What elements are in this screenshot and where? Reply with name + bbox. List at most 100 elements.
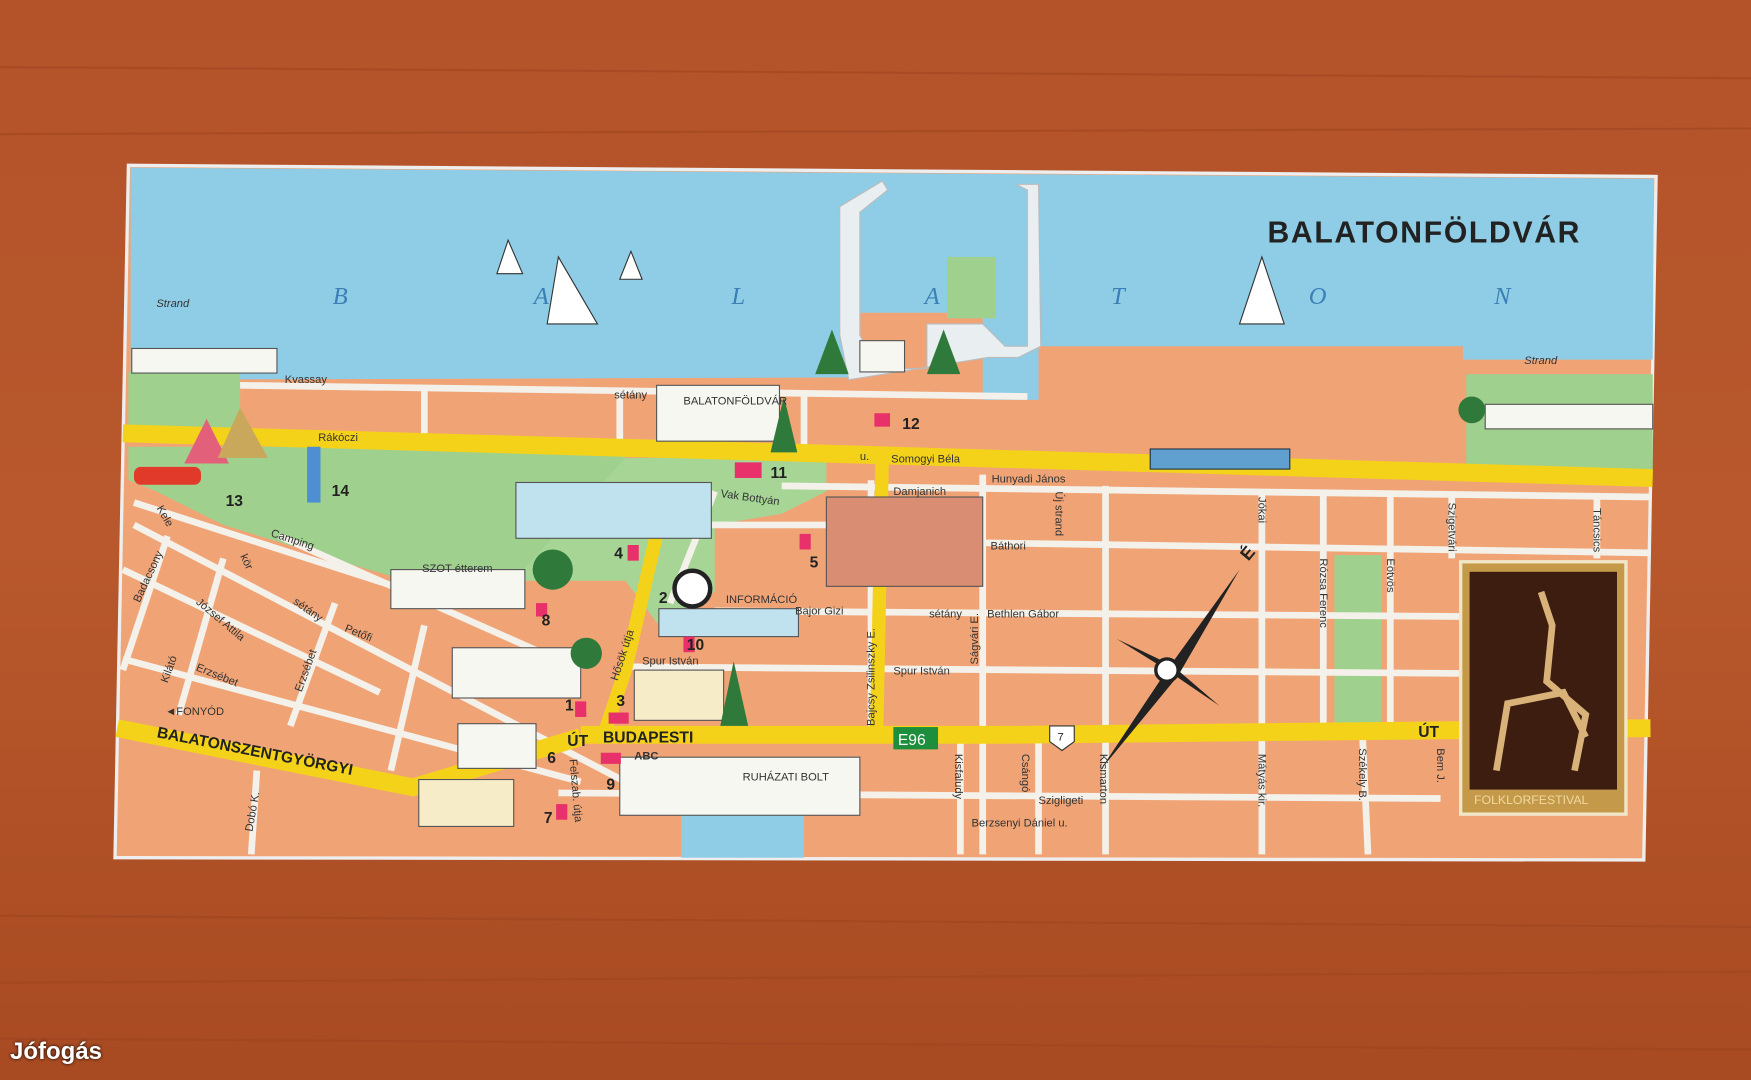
jofogas-watermark: Jófogás — [10, 1038, 103, 1065]
folklorfestival-picture: FOLKLORFESTIVAL — [1458, 560, 1628, 816]
svg-text:Somogyi Béla: Somogyi Béla — [891, 453, 961, 465]
pavilion-building — [515, 481, 712, 539]
svg-text:7: 7 — [544, 810, 553, 827]
svg-text:5: 5 — [810, 554, 819, 571]
abc-label: ABC — [634, 750, 658, 762]
strand-right-label: Strand — [1524, 355, 1558, 367]
house-3 — [633, 669, 725, 721]
golfer — [307, 446, 321, 503]
svg-text:Bajcsy Zsilinszky E.: Bajcsy Zsilinszky E. — [865, 628, 877, 726]
villa-building — [451, 647, 582, 699]
svg-text:Szigetvári: Szigetvári — [1445, 503, 1457, 552]
road-7-sign — [1049, 725, 1075, 752]
svg-text:Hunyadi János: Hunyadi János — [992, 473, 1066, 485]
department-store — [619, 756, 861, 816]
svg-text:Új strand: Új strand — [1052, 491, 1065, 536]
svg-text:Báthori: Báthori — [991, 540, 1026, 552]
brick-building — [825, 496, 984, 587]
strand-left-label: Strand — [156, 298, 190, 310]
svg-text:Kismarton: Kismarton — [1097, 754, 1109, 804]
svg-text:9: 9 — [606, 777, 615, 794]
svg-text:Bethlen Gábor: Bethlen Gábor — [987, 609, 1059, 621]
buildings — [131, 340, 1654, 827]
information-building — [658, 608, 800, 638]
station-label: BALATONFÖLDVÁR — [683, 394, 787, 407]
svg-text:3: 3 — [616, 693, 625, 710]
svg-text:1: 1 — [565, 697, 574, 714]
svg-text:Bem J.: Bem J. — [1434, 748, 1446, 783]
informacio-label: INFORMÁCIÓ — [726, 593, 798, 606]
camping-tents — [134, 407, 321, 503]
svg-text:T: T — [1111, 283, 1127, 310]
lake-balaton — [130, 167, 1654, 400]
poi-markers — [536, 413, 891, 820]
svg-text:Bajor Gizi: Bajor Gizi — [795, 605, 843, 617]
railway-station — [656, 384, 781, 442]
svg-text:u.: u. — [860, 451, 869, 463]
harbor-pavilion — [859, 340, 906, 373]
svg-text:Csángó: Csángó — [1019, 754, 1031, 792]
sailboats — [496, 238, 1285, 325]
strand-building-right — [1484, 403, 1654, 430]
park-right — [1334, 555, 1382, 723]
svg-text:ÚT: ÚT — [1418, 722, 1439, 741]
svg-text:Rákóczi: Rákóczi — [318, 432, 358, 444]
svg-text:Damjanich: Damjanich — [893, 486, 946, 498]
svg-text:Eötvös: Eötvös — [1384, 558, 1396, 593]
svg-text:B: B — [333, 283, 348, 310]
svg-text:Székely B.: Székely B. — [1356, 748, 1368, 801]
svg-text:Ságvári E.: Ságvári E. — [969, 613, 981, 664]
svg-text:N: N — [1493, 283, 1512, 310]
svg-text:10: 10 — [687, 637, 705, 654]
svg-text:L: L — [730, 283, 745, 310]
wood-grain — [0, 65, 1751, 1051]
svg-text:12: 12 — [902, 416, 920, 433]
svg-text:Spur István: Spur István — [893, 666, 949, 678]
svg-text:2: 2 — [659, 590, 668, 607]
svg-text:Jókai: Jókai — [1256, 497, 1268, 523]
information-logo — [672, 568, 713, 609]
svg-text:A: A — [923, 283, 941, 310]
camping-park — [128, 446, 626, 592]
house-6 — [457, 723, 537, 769]
map-card: É E96 7 FOLKLORFESTIVAL BALATONFÖLDVÁR B… — [113, 163, 1658, 862]
svg-text:Kisfaludy: Kisfaludy — [952, 754, 964, 800]
house-7 — [418, 778, 515, 827]
street-grid — [119, 381, 1651, 855]
canal — [681, 815, 805, 858]
svg-text:14: 14 — [332, 483, 350, 500]
svg-text:11: 11 — [771, 465, 788, 482]
svg-text:6: 6 — [547, 750, 556, 767]
szot-restaurant — [390, 569, 526, 610]
svg-text:O: O — [1309, 283, 1327, 310]
poi-numbers: 1 2 3 4 5 6 7 8 9 10 11 12 13 14 — [226, 416, 920, 827]
svg-text:Felszab. útja: Felszab. útja — [567, 759, 585, 824]
train — [1149, 448, 1291, 470]
svg-text:Szigligeti: Szigligeti — [1039, 795, 1084, 807]
svg-text:sétány: sétány — [929, 609, 962, 621]
svg-text:4: 4 — [614, 545, 623, 562]
svg-text:sétány: sétány — [614, 390, 647, 402]
svg-text:Kvassay: Kvassay — [285, 374, 328, 386]
svg-text:A: A — [532, 283, 550, 310]
trees — [532, 329, 1486, 726]
harbor-park — [946, 256, 997, 319]
svg-text:ÚT: ÚT — [567, 731, 588, 750]
map-title: BALATONFÖLDVÁR — [1267, 215, 1581, 249]
ruhazati-label: RUHÁZATI BOLT — [743, 771, 830, 784]
svg-text:8: 8 — [542, 612, 551, 629]
road-7-label: 7 — [1058, 731, 1064, 743]
strand-building-left — [131, 347, 278, 374]
svg-text:◄FONYÓD: ◄FONYÓD — [165, 705, 224, 718]
folklorfestival-label: FOLKLORFESTIVAL — [1474, 793, 1588, 807]
red-car — [134, 466, 202, 485]
e96-sign-label: E96 — [898, 732, 926, 749]
lake-name-letters: B A L A T O N — [333, 283, 1512, 310]
svg-text:Rózsa Ferenc: Rózsa Ferenc — [1317, 558, 1329, 628]
svg-text:Mátyás kir.: Mátyás kir. — [1256, 754, 1268, 807]
svg-text:13: 13 — [226, 493, 244, 510]
szot-label: SZOT étterem — [422, 563, 492, 575]
budapesti-ut-road — [580, 719, 1651, 744]
svg-text:Spur István: Spur István — [642, 656, 698, 668]
